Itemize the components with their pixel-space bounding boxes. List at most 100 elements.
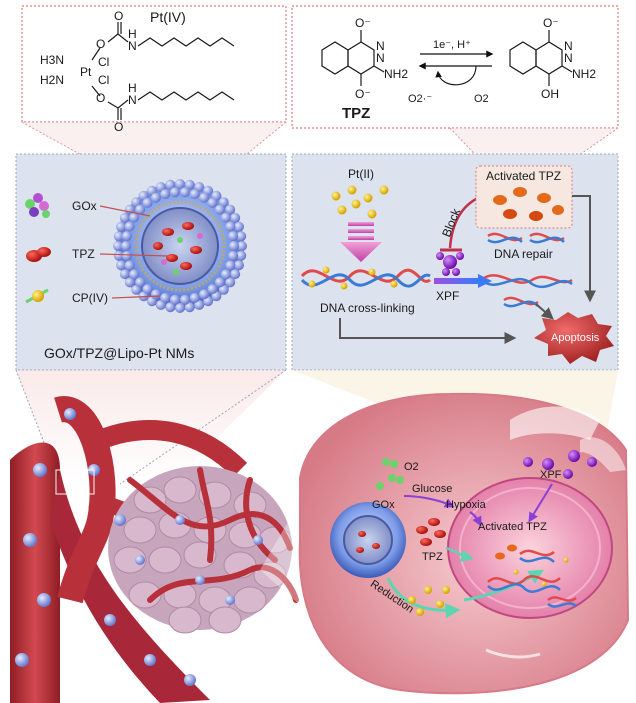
- bilayer-bead: [150, 289, 161, 300]
- tpz-left-o-bottom: O⁻: [355, 87, 371, 101]
- bilayer-bead: [207, 284, 218, 295]
- tumor-cell-lobe: [148, 546, 182, 574]
- bilayer-bead: [234, 221, 244, 232]
- bilayer-bead: [142, 284, 153, 295]
- bilayer-bead: [236, 250, 247, 261]
- bilayer-bead: [113, 241, 123, 251]
- legend-cp-iv: CP(IV): [72, 291, 108, 305]
- pt-h-bottom: H: [128, 81, 137, 95]
- vessel-left: [10, 442, 60, 703]
- bilayer-bead: [131, 197, 142, 208]
- bilayer-bead: [189, 189, 200, 200]
- cell-o2-label: O2: [404, 461, 419, 473]
- bilayer-bead: [129, 212, 140, 223]
- tumor-cell-lobe: [168, 606, 202, 634]
- bilayer-bead: [180, 294, 190, 305]
- bilayer-bead: [199, 289, 210, 300]
- bilayer-bead: [184, 302, 195, 313]
- bilayer-bead: [175, 179, 185, 189]
- bilayer-bead: [119, 212, 130, 223]
- bilayer-bead: [124, 221, 135, 232]
- liposome-bilayer-beads: [113, 179, 247, 313]
- dna-crosslinking-label: DNA cross-linking: [320, 301, 415, 315]
- bilayer-bead: [189, 292, 200, 303]
- bilayer-bead: [160, 292, 171, 303]
- liposome-core: [141, 207, 219, 285]
- tpz-right-n2: N: [564, 51, 573, 65]
- tpz-right-nh2: NH2: [572, 67, 596, 81]
- bilayer-bead: [236, 231, 247, 242]
- bilayer-bead: [165, 179, 176, 190]
- xpf-label: XPF: [436, 289, 459, 303]
- bilayer-bead: [142, 197, 153, 208]
- pt-o-top: O: [96, 37, 105, 51]
- bilayer-bead: [218, 284, 229, 295]
- repair-path-bar: [434, 278, 478, 284]
- pt-h-top: H: [128, 27, 137, 41]
- pt-iv-bonds: [91, 22, 235, 120]
- cell-hypoxia-label: Hypoxia: [446, 499, 487, 511]
- bilayer-bead: [207, 197, 218, 208]
- bilayer-bead: [131, 284, 142, 295]
- cell-xpf-label: XPF: [540, 469, 562, 481]
- pt-n-top: N: [128, 39, 137, 53]
- bilayer-bead: [129, 269, 140, 280]
- bilayer-bead: [225, 221, 236, 232]
- bilayer-bead: [220, 269, 231, 280]
- bilayer-bead: [237, 241, 247, 251]
- bilayer-bead: [225, 204, 236, 215]
- pt-ii-particles: [331, 185, 389, 219]
- tumor-cell-lobe: [133, 486, 167, 514]
- vessel-upper: [54, 396, 116, 604]
- bilayer-bead: [225, 260, 236, 271]
- pt-n-bottom: N: [128, 93, 137, 107]
- tpz-right-n1: N: [564, 39, 573, 53]
- bilayer-bead: [116, 260, 126, 271]
- bilayer-bead: [228, 250, 239, 261]
- tpz-right-oh: OH: [541, 87, 559, 101]
- activated-tpz-label: Activated TPZ: [486, 169, 561, 183]
- pt-atom: Pt: [80, 65, 92, 79]
- circulating-nanoparticles: [15, 408, 263, 686]
- bilayer-bead: [180, 187, 190, 198]
- oxygen-molecules: [376, 458, 404, 490]
- apoptosis-burst: [534, 312, 614, 364]
- tpz-o2-arc: [435, 65, 477, 86]
- pt-o-down: O: [114, 120, 123, 134]
- legend-gox: GOx: [72, 199, 97, 213]
- bilayer-bead: [124, 260, 135, 271]
- bilayer-bead: [170, 294, 180, 305]
- tpz-o2: O2: [474, 93, 489, 105]
- bilayer-bead: [175, 303, 185, 313]
- pt-o-bottom: O: [96, 91, 105, 105]
- tumor-cell-lobe: [123, 516, 157, 544]
- tpz-right-o-top: O⁻: [543, 16, 559, 30]
- tpz-left-nh2: NH2: [384, 67, 408, 81]
- bilayer-bead: [121, 231, 132, 242]
- apoptosis-label: Apoptosis: [551, 332, 600, 344]
- dna-crosslink-pt: [308, 266, 398, 290]
- bilayer-bead: [135, 204, 146, 215]
- pt-structure-panel: Pt(IV) H3N H2N Pt Cl Cl O O O O H N H N: [21, 5, 287, 173]
- legend-tpz: TPZ: [72, 247, 95, 261]
- bilayer-bead: [121, 250, 132, 261]
- bilayer-bead: [150, 192, 161, 203]
- tpz-legend-icon: [26, 247, 51, 262]
- bilayer-bead: [229, 241, 239, 251]
- gox-in-core: [161, 233, 203, 275]
- cell-tpz-label: TPZ: [422, 551, 443, 563]
- tumor-cell-lobe: [128, 581, 162, 609]
- cp-iv-legend-icon: [25, 288, 49, 304]
- tumor-capillaries: [127, 467, 299, 603]
- dna-repair-label: DNA repair: [494, 247, 553, 261]
- tumor-cell-lobe: [233, 586, 267, 614]
- tpz-reaction-label: 1e⁻, H⁺: [433, 39, 471, 51]
- cell-xpf-icon: [523, 450, 597, 479]
- pt-ii-label: Pt(II): [348, 167, 374, 181]
- bilayer-bead: [230, 212, 241, 223]
- pt-cl-top: Cl: [98, 55, 109, 69]
- tpz-left-o-top: O⁻: [355, 16, 371, 30]
- cell-gox-label: GOx: [372, 499, 395, 511]
